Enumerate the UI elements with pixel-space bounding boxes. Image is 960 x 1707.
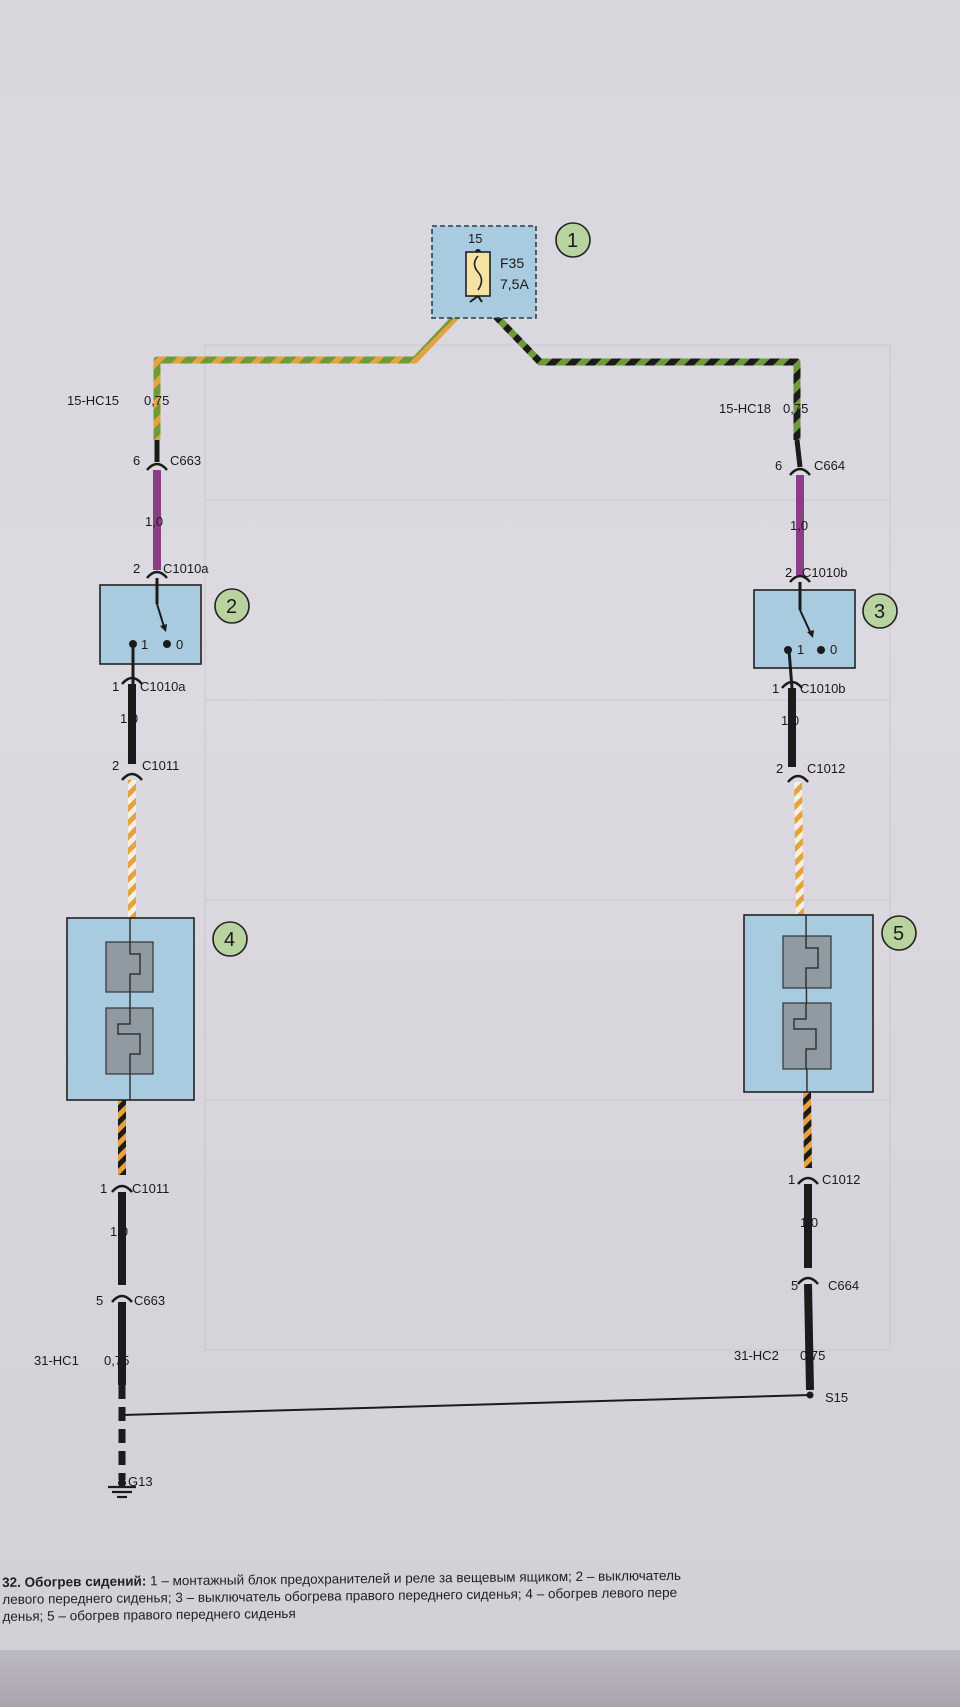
svg-text:C663: C663: [170, 453, 201, 468]
wire-section-right-bottom: 0,75: [800, 1348, 825, 1363]
caption-number: 32.: [2, 1574, 21, 1590]
wire-label-left-top: 15-HC15: [67, 393, 119, 408]
fuse-rating-label: 7,5A: [500, 276, 529, 292]
svg-text:C664: C664: [814, 458, 845, 473]
connector-right-4: 2 C1012: [776, 761, 845, 783]
svg-text:6: 6: [133, 453, 140, 468]
badge-3: 3: [862, 593, 898, 629]
svg-text:C1011: C1011: [142, 758, 179, 773]
splice-node-left: [118, 1411, 126, 1419]
wire-right-orange-black: [803, 1091, 812, 1169]
svg-text:6: 6: [775, 458, 782, 473]
badge-5: 5: [881, 915, 917, 951]
svg-text:1: 1: [567, 230, 578, 252]
svg-text:C1010a: C1010a: [163, 561, 209, 576]
splice-label: S15: [825, 1390, 848, 1405]
wire-section-left-black-2: 1,0: [110, 1224, 128, 1239]
figure-caption: 32. Обогрев сидений: 1 – монтажный блок …: [0, 1564, 960, 1625]
splice-node-right: [806, 1391, 814, 1399]
svg-text:C1010b: C1010b: [802, 565, 848, 580]
switch-left: 1 0: [99, 578, 202, 684]
svg-text:1: 1: [788, 1172, 795, 1187]
connector-left-5: 1 C1011: [100, 1181, 169, 1196]
wire-section-right-violet: 1,0: [790, 518, 808, 533]
svg-text:1: 1: [112, 679, 119, 694]
wire-section-right-black-2: 1,0: [800, 1215, 818, 1230]
wire-right-top: [479, 299, 801, 440]
svg-text:C1010b: C1010b: [800, 681, 846, 696]
svg-text:C664: C664: [828, 1278, 859, 1293]
connector-right-5: 1 C1012: [788, 1172, 860, 1187]
svg-text:5: 5: [96, 1293, 103, 1308]
wire-left-top: [153, 299, 473, 440]
svg-text:2: 2: [112, 758, 119, 773]
fuse-name-label: F35: [500, 255, 524, 271]
wire-splice-return: [121, 1394, 811, 1416]
svg-text:1: 1: [797, 642, 804, 657]
connector-left-6: 5 C663: [96, 1293, 165, 1308]
ground-label: G13: [128, 1474, 153, 1489]
connector-left-3: 1 C1010a: [112, 676, 186, 694]
connector-right-2: 2 C1010b: [785, 565, 848, 583]
wire-section-right-top: 0,75: [783, 401, 808, 416]
svg-text:C663: C663: [134, 1293, 165, 1308]
svg-text:0: 0: [176, 637, 183, 652]
connector-right-6: 5 C664: [791, 1276, 859, 1293]
wire-label-right-top: 15-HC18: [719, 401, 771, 416]
svg-text:2: 2: [226, 596, 237, 618]
svg-text:2: 2: [776, 761, 783, 776]
switch-right: 1 0: [753, 582, 856, 689]
svg-text:5: 5: [791, 1278, 798, 1293]
wire-label-right-bottom: 31-HC2: [734, 1348, 779, 1363]
page-bottom-edge: [0, 1650, 960, 1707]
heater-left: [66, 917, 195, 1101]
svg-text:C1011: C1011: [132, 1181, 169, 1196]
connector-left-4: 2 C1011: [112, 758, 179, 781]
ground-symbol: G13: [108, 1474, 153, 1499]
connector-right-3: 1 C1010b: [772, 680, 846, 696]
wire-label-left-bottom: 31-HC1: [34, 1353, 79, 1368]
wire-right-black-3: [804, 1283, 814, 1391]
badge-1: 1: [555, 222, 591, 258]
connector-left-1: 6 C663: [133, 440, 201, 471]
wire-section-right-black-1: 1,0: [781, 713, 799, 728]
svg-text:1: 1: [100, 1181, 107, 1196]
caption-title: Обогрев сидений:: [24, 1573, 147, 1590]
wire-section-left-violet: 1,0: [145, 514, 163, 529]
heater-right: [743, 914, 874, 1093]
svg-text:5: 5: [893, 923, 904, 945]
svg-text:0: 0: [830, 642, 837, 657]
wire-section-left-top: 0,75: [144, 393, 169, 408]
svg-text:C1012: C1012: [822, 1172, 860, 1187]
badge-2: 2: [214, 588, 250, 624]
fuse-block: 15 F35 7,5A: [431, 225, 537, 319]
svg-text:2: 2: [133, 561, 140, 576]
svg-text:C1010a: C1010a: [140, 679, 186, 694]
connector-right-1: 6 C664: [775, 439, 845, 476]
svg-text:1: 1: [141, 637, 148, 652]
svg-text:C1012: C1012: [807, 761, 845, 776]
svg-text:4: 4: [224, 929, 235, 951]
wire-right-orange-white: [794, 781, 804, 916]
svg-text:1: 1: [772, 681, 779, 696]
svg-text:3: 3: [874, 601, 885, 623]
badge-4: 4: [212, 921, 248, 957]
background-shadow: [204, 344, 891, 1351]
wire-section-left-black-1: 1,0: [120, 711, 138, 726]
fuse-pin-label: 15: [468, 231, 482, 246]
wire-section-left-bottom: 0,75: [104, 1353, 129, 1368]
connector-left-2: 2 C1010a: [133, 561, 209, 579]
svg-text:2: 2: [785, 565, 792, 580]
